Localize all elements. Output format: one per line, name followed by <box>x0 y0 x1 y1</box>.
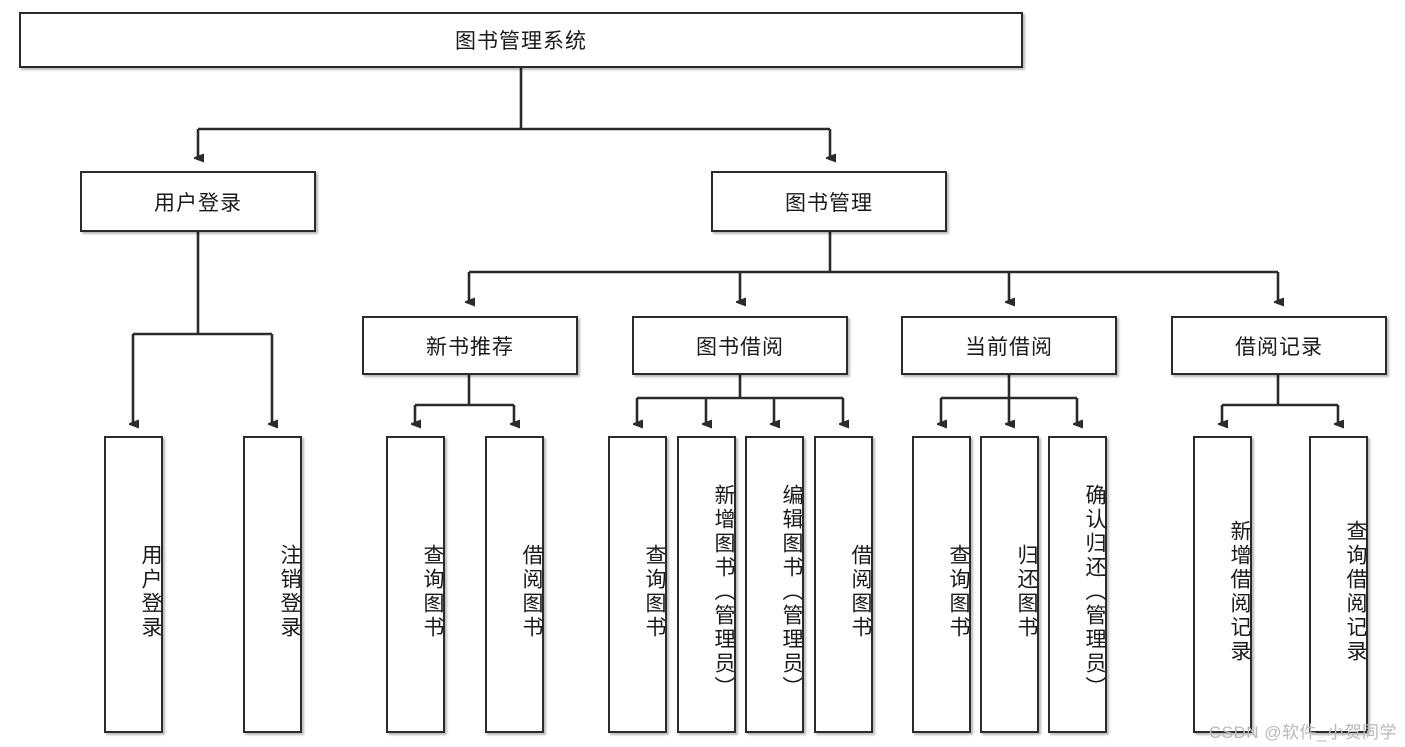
node-book-borrow[interactable]: 图书借阅 <box>632 316 848 375</box>
node-new-book-recommend[interactable]: 新书推荐 <box>362 316 578 375</box>
node-label: 当前借阅 <box>965 335 1053 359</box>
node-label: 查询图书 <box>421 543 444 640</box>
node-label: 图书管理 <box>785 191 873 215</box>
leaf-add-borrow-record[interactable]: 新增借阅记录 <box>1193 436 1252 733</box>
leaf-user-login[interactable]: 用户登录 <box>104 436 163 733</box>
node-label: 查询图书 <box>947 543 970 640</box>
node-label: 用户登录 <box>139 543 162 640</box>
node-label: 新增图书（管理员） <box>712 483 735 700</box>
node-label: 借阅图书 <box>520 543 543 640</box>
node-label: 确认归还（管理员） <box>1083 483 1106 700</box>
node-label: 查询图书 <box>643 543 666 640</box>
leaf-query-borrow-record[interactable]: 查询借阅记录 <box>1309 436 1368 733</box>
node-label: 图书借阅 <box>696 335 784 359</box>
node-root[interactable]: 图书管理系统 <box>19 12 1023 68</box>
leaf-query-book-newbooks[interactable]: 查询图书 <box>386 436 445 733</box>
leaf-borrow-book-newbooks[interactable]: 借阅图书 <box>485 436 544 733</box>
node-book-management[interactable]: 图书管理 <box>711 171 947 232</box>
node-user-login[interactable]: 用户登录 <box>80 171 316 232</box>
node-label: 归还图书 <box>1015 543 1038 640</box>
node-label: 编辑图书（管理员） <box>780 483 803 700</box>
leaf-borrow-book[interactable]: 借阅图书 <box>814 436 873 733</box>
leaf-query-book-borrow[interactable]: 查询图书 <box>608 436 667 733</box>
node-current-borrow[interactable]: 当前借阅 <box>901 316 1117 375</box>
node-label: 借阅记录 <box>1235 335 1323 359</box>
leaf-query-book-current[interactable]: 查询图书 <box>912 436 971 733</box>
node-label: 查询借阅记录 <box>1344 519 1367 664</box>
leaf-add-book-admin[interactable]: 新增图书（管理员） <box>677 436 736 733</box>
node-borrow-records[interactable]: 借阅记录 <box>1171 316 1387 375</box>
leaf-logout[interactable]: 注销登录 <box>243 436 302 733</box>
node-label: 用户登录 <box>154 191 242 215</box>
node-label: 借阅图书 <box>849 543 872 640</box>
leaf-confirm-return-admin[interactable]: 确认归还（管理员） <box>1048 436 1107 733</box>
node-label: 新增借阅记录 <box>1228 519 1251 664</box>
node-label: 图书管理系统 <box>455 30 587 53</box>
node-label: 注销登录 <box>278 543 301 640</box>
leaf-return-book[interactable]: 归还图书 <box>980 436 1039 733</box>
leaf-edit-book-admin[interactable]: 编辑图书（管理员） <box>745 436 804 733</box>
node-label: 新书推荐 <box>426 335 514 359</box>
